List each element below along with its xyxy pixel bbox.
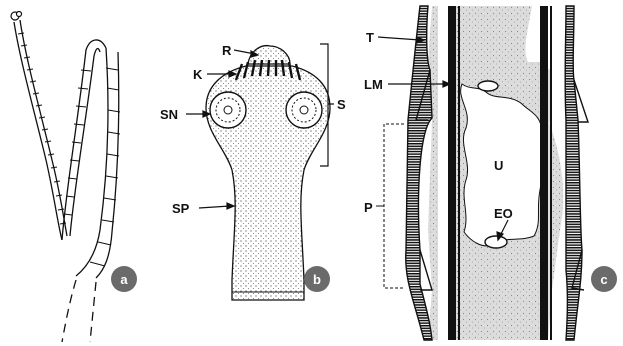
egg-lower: [485, 236, 507, 248]
panel-a: a: [11, 12, 137, 343]
label-T: T: [366, 30, 374, 45]
svg-text:b: b: [313, 272, 321, 287]
proglottid-bracket: [384, 124, 404, 288]
sucker-right: [286, 92, 322, 128]
label-SP: SP: [172, 201, 190, 216]
label-EO: EO: [494, 206, 513, 221]
worm-scolex: [11, 12, 22, 21]
badge-c: c: [591, 266, 617, 292]
label-U: U: [494, 158, 503, 173]
label-R: R: [222, 43, 232, 58]
panel-b: R K SN S SP b: [160, 43, 346, 300]
panel-c: T LM U EO P c: [364, 6, 617, 340]
svg-text:a: a: [120, 272, 128, 287]
label-SN: SN: [160, 107, 178, 122]
proglottid-segments: [18, 33, 120, 266]
label-S: S: [337, 97, 346, 112]
sucker-left: [210, 92, 246, 128]
worm-body: [14, 20, 119, 342]
badge-a: a: [111, 266, 137, 292]
svg-text:c: c: [600, 272, 607, 287]
label-P: P: [364, 200, 373, 215]
label-K: K: [193, 67, 203, 82]
egg-upper: [478, 81, 498, 91]
label-LM: LM: [364, 77, 383, 92]
badge-b: b: [304, 266, 330, 292]
